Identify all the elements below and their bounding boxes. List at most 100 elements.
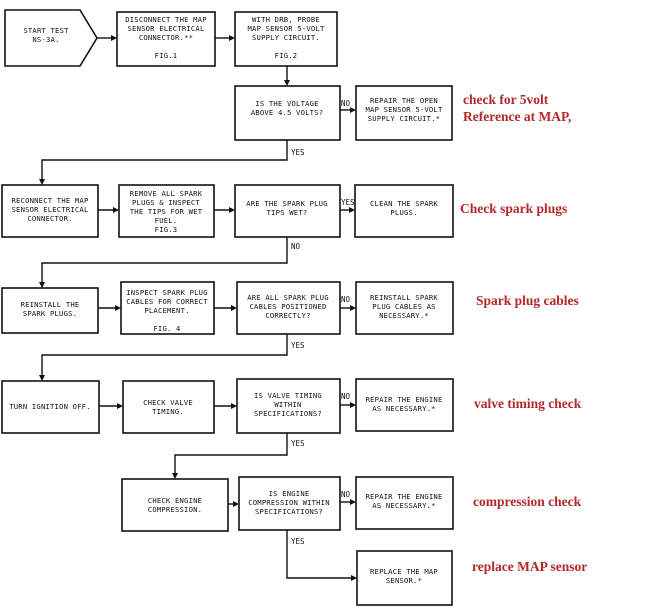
probe-line: MAP SENSOR 5-VOLT	[248, 24, 325, 33]
probe-line	[284, 42, 289, 51]
yes-label-wet: YES	[341, 198, 355, 207]
arrow-to-replace	[351, 575, 357, 581]
reinstall-plugs-line: SPARK PLUGS.	[23, 309, 77, 318]
annotation-5volt-line1: check for 5volt	[463, 92, 549, 107]
annotation-valve-timing: valve timing check	[474, 396, 582, 411]
check-compression-line: CHECK ENGINE	[148, 496, 202, 505]
annotation-5volt-line2: Reference at MAP,	[463, 109, 571, 124]
repair-engine-2-line: REPAIR THE ENGINE	[366, 492, 443, 501]
q-compression-line: IS ENGINE	[269, 489, 310, 498]
q-wet-box	[234, 184, 341, 238]
q-cables-box	[236, 281, 341, 335]
q-voltage-line: ABOVE 4.5 VOLTS?	[251, 108, 323, 117]
q-cables-line: CABLES POSITIONED	[250, 302, 327, 311]
arrow-to-qcompression	[233, 501, 239, 507]
connectors	[41, 37, 353, 579]
reinstall-cables-box	[355, 281, 454, 335]
repair-engine-2-line: AS NECESSARY.*	[372, 501, 435, 510]
annotation-spark-cables: Spark plug cables	[476, 293, 579, 308]
inspect-cables-line: PLACEMENT.	[144, 306, 189, 315]
line-qcompression-replace	[286, 530, 353, 579]
check-compression-line: COMPRESSION.	[148, 505, 202, 514]
arrow-to-probe	[229, 35, 235, 41]
arrow-to-clean	[349, 207, 355, 213]
arrow-to-qwet	[229, 207, 235, 213]
annotation-spark-plugs: Check spark plugs	[460, 201, 567, 216]
remove-plugs-box	[118, 184, 215, 238]
arrow-to-inspect	[115, 305, 121, 311]
arrow-to-disconnect	[111, 35, 117, 41]
reinstall-plugs-line: REINSTALL THE	[21, 300, 80, 309]
q-cables-line: ARE ALL SPARK PLUG	[247, 293, 329, 302]
disconnect-line: SENSOR ELECTRICAL	[128, 24, 205, 33]
reinstall-plugs-box	[1, 287, 99, 334]
reinstall-cables-line: PLUG CABLES AS	[372, 302, 435, 311]
arrow-to-repair-engine-1	[350, 402, 356, 408]
arrow-to-compression	[172, 473, 178, 479]
arrow-to-reconnect	[39, 179, 45, 185]
disconnect-line: FIG.1	[155, 51, 178, 60]
repair-open-line: REPAIR THE OPEN	[370, 96, 438, 105]
repair-engine-1-box	[355, 378, 454, 432]
repair-engine-2-box	[355, 476, 454, 530]
ignition-off-line: TURN IGNITION OFF.	[9, 402, 91, 411]
no-label-timing: NO	[341, 392, 351, 401]
inspect-cables-line: FIG. 4	[153, 324, 180, 333]
q-voltage-line: IS THE VOLTAGE	[255, 99, 318, 108]
remove-plugs-line: FUEL.	[155, 216, 178, 225]
reinstall-cables-line: NECESSARY.*	[379, 311, 429, 320]
repair-engine-1-line: AS NECESSARY.*	[372, 404, 435, 413]
arrow-to-repair-engine-2	[350, 499, 356, 505]
arrow-to-qvoltage	[284, 80, 290, 86]
repair-open-line: MAP SENSOR 5-VOLT	[366, 105, 443, 114]
replace-sensor-line: SENSOR.*	[386, 576, 422, 585]
arrow-to-repair-open	[350, 107, 356, 113]
annotation-replace-sensor: replace MAP sensor	[472, 559, 587, 574]
disconnect-line	[164, 42, 169, 51]
probe-line: FIG.2	[275, 51, 298, 60]
reconnect-line: SENSOR ELECTRICAL	[12, 205, 89, 214]
check-timing-line: CHECK VALVE	[143, 398, 193, 407]
start-terminal	[4, 9, 98, 67]
line-qvoltage-reconnect	[41, 140, 288, 181]
remove-plugs-line: PLUGS & INSPECT	[132, 198, 200, 207]
inspect-cables-box	[120, 281, 215, 335]
check-timing-line: TIMING.	[152, 407, 184, 416]
line-qcables-ignition	[41, 334, 288, 377]
yes-label-compression: YES	[291, 537, 305, 546]
inspect-cables-line: INSPECT SPARK PLUG	[126, 288, 208, 297]
probe-box	[234, 11, 338, 67]
q-cables-line: CORRECTLY?	[265, 311, 310, 320]
remove-plugs-line: REMOVE ALL SPARK	[130, 189, 203, 198]
ignition-off-box	[1, 380, 100, 434]
no-label-wet: NO	[291, 242, 301, 251]
arrow-to-qtiming	[231, 403, 237, 409]
arrow-to-remove	[113, 207, 119, 213]
arrow-to-reinstall-cables	[350, 305, 356, 311]
q-timing-box	[236, 378, 341, 434]
reconnect-box	[1, 184, 99, 238]
q-wet-line: ARE THE SPARK PLUG	[246, 199, 328, 208]
start-line: NS-3A.	[32, 35, 59, 44]
no-label-voltage: NO	[341, 99, 351, 108]
line-qtiming-compression	[174, 433, 288, 475]
no-label-compression: NO	[341, 490, 351, 499]
arrow-to-reinstall	[39, 282, 45, 288]
check-timing-box	[122, 380, 215, 434]
reconnect-line: CONNECTOR.	[27, 214, 72, 223]
reinstall-cables-line: REINSTALL SPARK	[370, 293, 438, 302]
yes-label-voltage: YES	[291, 148, 305, 157]
q-compression-box	[238, 476, 341, 531]
remove-plugs-line: THE TIPS FOR WET	[130, 207, 203, 216]
